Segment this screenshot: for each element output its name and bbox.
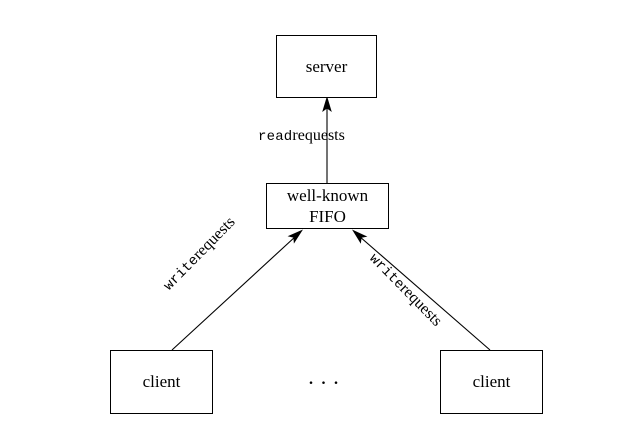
edge-fifo-to-server-arrowhead bbox=[322, 96, 332, 112]
edge-client-right-to-fifo-arrowhead bbox=[352, 229, 368, 244]
node-fifo-label-line1: well-known bbox=[286, 185, 369, 205]
node-server-label: server bbox=[305, 56, 348, 76]
edge-label-read-mono: read bbox=[258, 129, 293, 145]
edge-client-left-to-fifo-line bbox=[171, 235, 297, 351]
node-server[interactable]: server bbox=[276, 35, 377, 98]
node-client-left-label: client bbox=[142, 372, 181, 392]
node-client-right-label: client bbox=[472, 372, 511, 392]
node-well-known-fifo[interactable]: well-known FIFO bbox=[266, 183, 389, 229]
node-fifo-label-line2: FIFO bbox=[309, 207, 346, 226]
edge-label-read-requests: readrequests bbox=[258, 127, 345, 145]
ellipsis-more-clients: ... bbox=[308, 364, 346, 389]
edge-label-read-serif: requests bbox=[292, 127, 345, 144]
node-client-right[interactable]: client bbox=[440, 350, 543, 414]
node-client-left[interactable]: client bbox=[110, 350, 213, 414]
edge-client-left-to-fifo-arrowhead bbox=[287, 229, 303, 244]
edge-client-right-to-fifo-line bbox=[358, 235, 491, 351]
